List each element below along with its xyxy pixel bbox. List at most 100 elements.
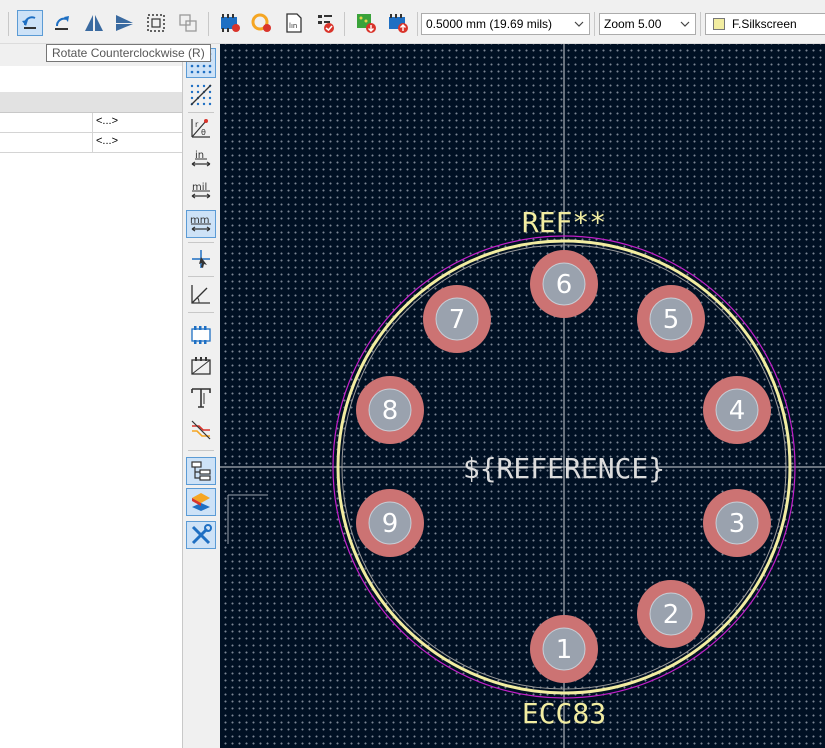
mirror-horizontal-icon (85, 15, 103, 31)
left-toolbar: r θ in mil mm (183, 44, 220, 748)
cursor-crosshair-icon (192, 250, 210, 268)
drc-button[interactable] (313, 10, 339, 36)
pad[interactable]: 9 (356, 489, 424, 557)
group-icon (147, 14, 165, 32)
pad-fill-button[interactable] (186, 321, 216, 349)
pad-number: 5 (663, 305, 680, 335)
pad[interactable]: 8 (356, 376, 424, 444)
pad-number: 1 (556, 635, 573, 665)
value-text[interactable]: ECC83 (522, 697, 606, 730)
layer-select[interactable]: F.Silkscreen (705, 13, 825, 35)
courtyard-circle[interactable] (332, 235, 796, 699)
units-inch-button[interactable]: in (186, 145, 216, 173)
reference-text[interactable]: REF** (522, 206, 606, 239)
graphic-outline-button[interactable] (186, 352, 216, 380)
grid-select[interactable]: 0.5000 mm (19.69 mils) (421, 13, 590, 35)
toolbar-separator (417, 12, 418, 36)
tooltip: Rotate Counterclockwise (R) (46, 44, 211, 62)
layers-manager-button[interactable] (186, 488, 216, 516)
load-from-board-button[interactable] (353, 10, 379, 36)
update-board-button[interactable] (385, 10, 411, 36)
pad-fill-icon (191, 326, 211, 344)
toolbar-separator (8, 12, 9, 36)
cursor-crosshair-button[interactable] (186, 245, 216, 273)
highcontrast-button[interactable] (186, 416, 216, 444)
properties-table-header (0, 92, 182, 113)
layer-select-value: F.Silkscreen (732, 17, 797, 31)
main-toolbar: lın 0.5000 mm (19.69 mils) (0, 0, 825, 44)
pad-number: 9 (382, 509, 399, 539)
pad[interactable]: 2 (637, 580, 705, 648)
text-outline-button[interactable] (186, 384, 216, 412)
toolbar-separator (188, 112, 214, 113)
fab-outline-circle[interactable] (341, 244, 787, 690)
properties-panel-icon (191, 524, 212, 545)
group-button[interactable] (143, 10, 169, 36)
datasheet-button[interactable]: lın (281, 10, 307, 36)
datasheet-icon: lın (286, 13, 302, 33)
mirror-vertical-button[interactable] (111, 10, 137, 36)
properties-row[interactable]: <...> (0, 113, 182, 133)
footprint-checker-icon (251, 13, 271, 32)
pad[interactable]: 7 (423, 285, 491, 353)
properties-row[interactable]: <...> (0, 133, 182, 153)
toolbar-separator (188, 242, 214, 243)
units-mm-icon: mm (190, 215, 211, 232)
angle-constraint-button[interactable] (186, 280, 216, 308)
pad[interactable]: 6 (530, 250, 598, 318)
units-mil-button[interactable]: mil (186, 177, 216, 205)
units-mil-icon: mil (191, 182, 211, 199)
toolbar-separator (208, 12, 209, 36)
silkscreen-circle[interactable] (336, 239, 792, 695)
footprint-canvas[interactable]: 1 2 3 4 5 6 7 (220, 44, 825, 748)
toolbar-separator (700, 12, 701, 36)
property-name-cell (0, 133, 93, 152)
footprint-drawing: 1 2 3 4 5 6 7 (220, 44, 825, 748)
svg-text:r: r (195, 120, 199, 129)
mirror-vertical-icon (116, 15, 133, 31)
rotate-ccw-icon (22, 16, 36, 29)
pad-number: 6 (556, 270, 573, 300)
highcontrast-icon (191, 420, 211, 440)
footprint-properties-button[interactable] (217, 10, 243, 36)
pad[interactable]: 5 (637, 285, 705, 353)
graphic-outline-icon (191, 357, 211, 375)
footprint-properties-icon (221, 14, 240, 32)
chevron-down-icon (678, 16, 692, 32)
drc-icon (318, 15, 334, 33)
polar-coords-icon: r θ (191, 119, 210, 138)
text-outline-icon (191, 388, 211, 408)
mirror-horizontal-button[interactable] (81, 10, 107, 36)
rotate-ccw-button[interactable] (17, 10, 43, 36)
fab-reference-text[interactable]: ${REFERENCE} (463, 452, 665, 485)
svg-text:mil: mil (192, 182, 207, 193)
property-value[interactable]: <...> (96, 115, 119, 127)
pad[interactable]: 4 (703, 376, 771, 444)
svg-text:in: in (195, 150, 204, 161)
footprint-checker-button[interactable] (249, 10, 275, 36)
footprint-tree-button[interactable] (186, 457, 216, 485)
pad-number: 4 (729, 396, 746, 426)
property-value[interactable]: <...> (96, 135, 119, 147)
toolbar-separator (344, 12, 345, 36)
footprint-tree-icon (191, 461, 211, 481)
pad[interactable]: 3 (703, 489, 771, 557)
pad[interactable]: 1 (530, 615, 598, 683)
zoom-select[interactable]: Zoom 5.00 (599, 13, 696, 35)
ungroup-button[interactable] (175, 10, 201, 36)
rotate-cw-button[interactable] (49, 10, 75, 36)
toolbar-separator (188, 450, 214, 451)
svg-text:θ: θ (201, 128, 206, 137)
layer-color-swatch (713, 18, 725, 30)
properties-panel-button[interactable] (186, 521, 216, 549)
properties-panel: <...> <...> (0, 44, 183, 748)
zoom-select-value: Zoom 5.00 (604, 17, 662, 31)
load-from-board-icon (357, 14, 376, 33)
toolbar-separator (188, 312, 214, 313)
pad-number: 7 (449, 305, 466, 335)
grid-override-button[interactable] (186, 81, 216, 109)
units-mm-button[interactable]: mm (186, 210, 216, 238)
polar-coords-button[interactable]: r θ (186, 114, 216, 142)
pad-number: 3 (729, 509, 746, 539)
units-inch-icon: in (191, 150, 211, 167)
